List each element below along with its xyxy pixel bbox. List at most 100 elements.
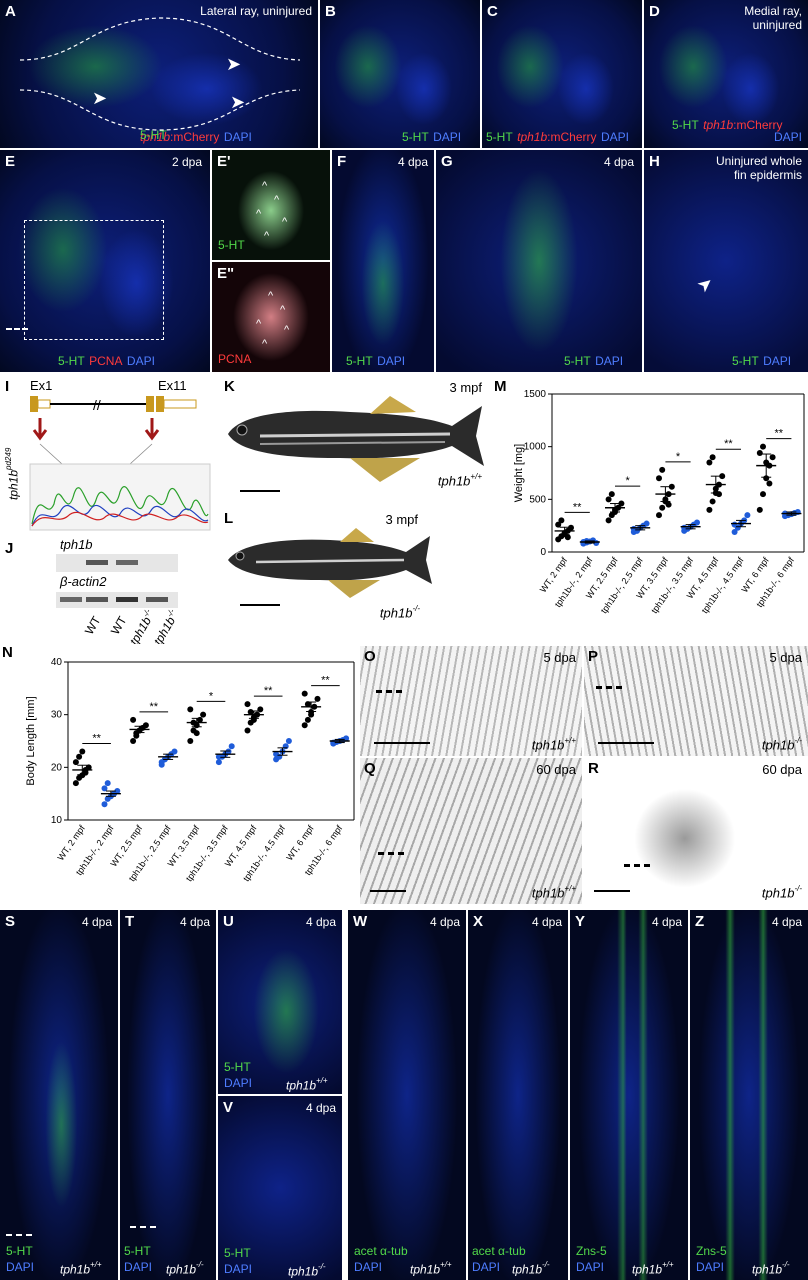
panel-letter: U — [223, 913, 234, 930]
panel-letter: M — [494, 378, 507, 395]
stain-dapi: DAPI — [124, 1260, 153, 1274]
data-point — [228, 743, 235, 750]
y-tick-label: 1000 — [524, 442, 547, 453]
panel-letter: S — [5, 913, 16, 930]
allele-gene: tph1b — [6, 469, 21, 500]
data-point — [785, 511, 792, 518]
panel-p: P 5 dpa tph1b-/- — [584, 646, 808, 756]
panel-o: O 5 dpa tph1b+/+ — [360, 646, 582, 756]
stain-label: Zns-5 — [576, 1244, 607, 1258]
data-point — [301, 690, 308, 697]
panel-l: L 3 mpf tph1b-/- — [220, 506, 490, 634]
panel-letter: I — [5, 378, 10, 395]
panel-title-line1: Medial ray, — [744, 4, 802, 18]
amputation-line — [596, 686, 622, 689]
panel-s: S 4 dpa 5-HT DAPI tph1b+/+ — [0, 910, 118, 1280]
amputation-line — [376, 690, 402, 693]
y-axis-label: Body Length [mm] — [25, 696, 37, 785]
data-point — [130, 716, 137, 723]
stain-5ht: 5-HT — [218, 238, 245, 252]
data-point — [756, 506, 763, 513]
data-point — [193, 730, 200, 737]
y-tick-label: 30 — [51, 710, 63, 721]
y-tick-label: 10 — [51, 815, 63, 826]
data-point — [731, 528, 738, 535]
data-point — [608, 491, 615, 498]
panel-letter: J — [5, 540, 14, 557]
ray-outline — [19, 17, 301, 131]
panel-letter: T — [125, 913, 135, 930]
panel-letter: C — [487, 3, 498, 20]
genotype-gene: tph1b — [379, 605, 413, 621]
panel-r: R 60 dpa tph1b-/- — [584, 758, 808, 904]
panel-title-line2: fin epidermis — [733, 168, 802, 182]
genotype-gene: tph1b — [60, 1262, 91, 1277]
stain-5ht: 5-HT — [346, 354, 373, 368]
panel-letter: W — [353, 913, 368, 930]
scale-bar — [594, 890, 630, 892]
stain-dapi: DAPI — [433, 130, 462, 144]
panel-letter: N — [2, 644, 13, 661]
stain-mcherry: :mCherry — [170, 130, 220, 144]
amputation-line — [624, 864, 650, 867]
data-point — [158, 761, 165, 768]
significance-label: ** — [150, 701, 159, 713]
stain-dapi: DAPI — [696, 1260, 725, 1274]
data-point — [72, 780, 79, 787]
panel-letter: D — [649, 3, 660, 20]
y-tick-label: 40 — [51, 657, 63, 668]
genotype-superscript: -/- — [318, 1262, 326, 1271]
data-point — [72, 759, 79, 766]
significance-label: ** — [92, 733, 101, 745]
data-point — [171, 748, 178, 755]
panel-title-line1: Uninjured whole — [715, 154, 802, 168]
panel-letter: G — [441, 153, 453, 170]
time-label: 4 dpa — [305, 1101, 336, 1115]
panel-letter: L — [224, 510, 234, 527]
stain-dapi: DAPI — [377, 354, 406, 368]
data-point — [760, 443, 766, 450]
lane-label: WT — [108, 613, 130, 637]
data-point — [301, 722, 308, 729]
y-tick-label: 20 — [51, 762, 63, 773]
amputation-line — [130, 1226, 156, 1228]
panel-u: U 4 dpa 5-HT DAPI tph1b+/+ — [218, 910, 342, 1094]
genotype-gene: tph1b — [410, 1262, 441, 1277]
panel-letter: O — [364, 648, 376, 665]
stain-5ht: 5-HT — [564, 354, 591, 368]
data-point — [659, 466, 666, 473]
data-point — [79, 748, 86, 755]
gel-strip — [56, 554, 178, 572]
genotype-gene: tph1b — [752, 1262, 783, 1277]
panel-h: H Uninjured whole fin epidermis ➤ 5-HT D… — [644, 150, 808, 372]
genotype-gene: tph1b — [286, 1078, 317, 1093]
stain-label: acet α-tub — [472, 1244, 526, 1258]
stain-dapi: DAPI — [773, 130, 802, 144]
exon11-label: Ex11 — [158, 378, 187, 393]
genotype-gene: tph1b — [437, 473, 471, 489]
time-label: 4 dpa — [603, 155, 634, 169]
time-label: 4 dpa — [397, 155, 428, 169]
data-point — [225, 748, 232, 755]
stain-gene: tph1b — [703, 118, 734, 132]
panel-a: A Lateral ray, uninjured 5-HT tph1b:mChe… — [0, 0, 318, 148]
panel-w: W 4 dpa acet α-tub DAPI tph1b+/+ — [348, 910, 466, 1280]
stain-label: 5-HT — [224, 1060, 251, 1074]
data-point — [114, 788, 121, 795]
panel-c: C 5-HT tph1b:mCherry DAPI — [482, 0, 642, 148]
panel-letter: Y — [575, 913, 586, 930]
time-label: 4 dpa — [651, 915, 682, 929]
panel-f: F 4 dpa 5-HT DAPI — [332, 150, 434, 372]
stain-dapi: DAPI — [224, 1076, 253, 1090]
panel-letter: E — [5, 153, 16, 170]
panel-e-prime: E' ^^ ^^ ^ 5-HT — [212, 150, 330, 260]
data-point — [142, 722, 149, 729]
svg-text://: // — [93, 397, 101, 413]
stain-dapi: DAPI — [224, 1262, 253, 1276]
genotype-gene: tph1b — [288, 1264, 319, 1279]
data-point — [101, 785, 108, 792]
panel-title-line2: uninjured — [752, 18, 802, 32]
data-point — [769, 454, 776, 461]
panel-letter: H — [649, 153, 660, 170]
genotype-superscript: +/+ — [564, 884, 576, 893]
